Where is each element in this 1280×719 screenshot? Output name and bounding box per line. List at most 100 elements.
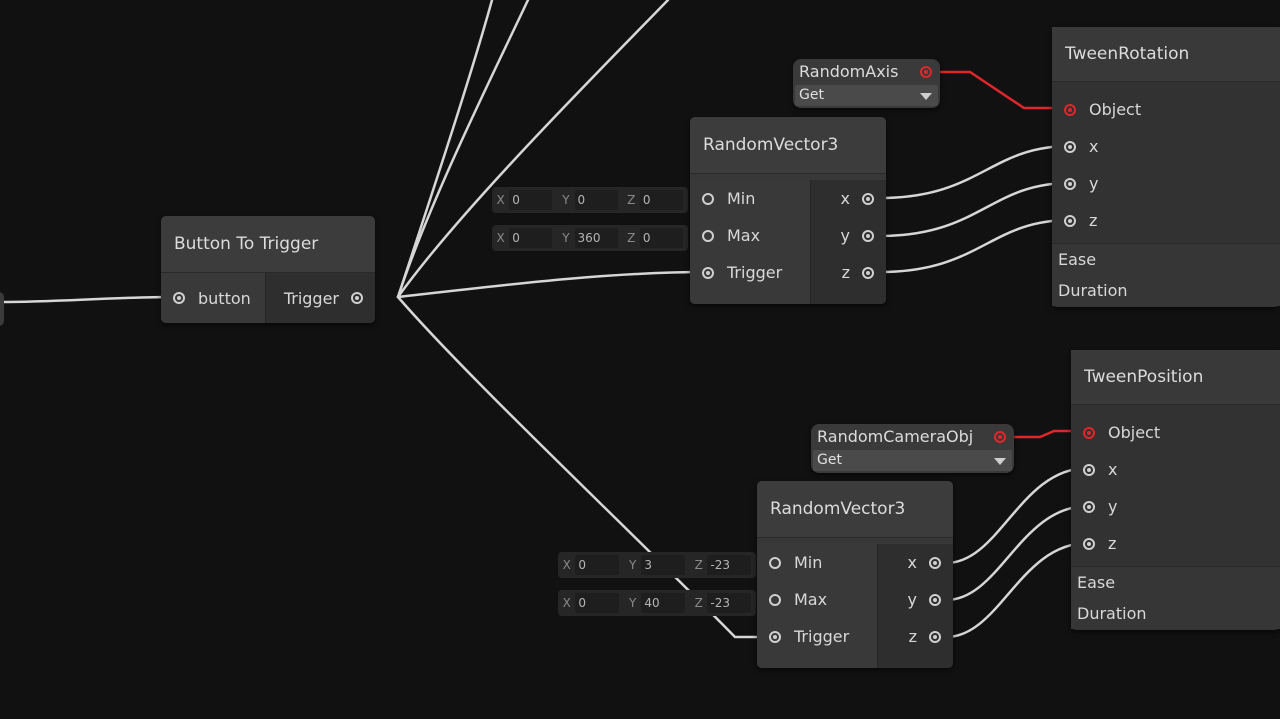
min-input-port[interactable]: Min — [690, 180, 810, 217]
port-circle-icon[interactable] — [929, 630, 941, 643]
wire-v1x-to-rot-x[interactable] — [878, 144, 1072, 200]
duration-field[interactable]: Duration — [1077, 604, 1147, 623]
z-input-port[interactable]: z — [1052, 202, 1280, 239]
port-circle-icon[interactable] — [929, 593, 941, 606]
z-output-port[interactable]: z — [811, 254, 886, 291]
wire-offscreen-3[interactable] — [396, 0, 670, 299]
port-circle-icon[interactable] — [862, 192, 874, 205]
port-circle-icon[interactable] — [769, 556, 781, 569]
port-circle-icon[interactable] — [702, 192, 714, 205]
x-input-port[interactable]: x — [1052, 128, 1280, 165]
wire-v1y-to-rot-y[interactable] — [878, 181, 1072, 238]
node-title: TweenRotation — [1052, 27, 1280, 82]
trigger-input-port[interactable]: Trigger — [690, 254, 810, 291]
port-circle-icon[interactable] — [702, 229, 714, 242]
port-label: Trigger — [283, 288, 339, 308]
min-z-input[interactable]: -23 — [707, 555, 751, 575]
port-circle-icon[interactable] — [1083, 426, 1095, 439]
object-input-port[interactable]: Object — [1052, 91, 1280, 128]
port-circle-icon[interactable] — [994, 431, 1006, 443]
y-input-port[interactable]: y — [1071, 488, 1280, 525]
x-output-port[interactable]: x — [878, 544, 953, 581]
port-circle-icon[interactable] — [1083, 500, 1095, 513]
random-camera-obj-variable-node[interactable]: RandomCameraObj Get — [811, 424, 1014, 473]
node-title: RandomVector3 — [690, 117, 886, 174]
node-title: Button To Trigger — [161, 216, 375, 273]
random-vector3-node-2[interactable]: RandomVector3 Min Max Trigger x y z — [757, 481, 953, 668]
tween-rotation-node[interactable]: TweenRotation Object x y z Ease Duration — [1052, 27, 1280, 307]
button-to-trigger-node[interactable]: Button To Trigger button Trigger — [161, 216, 375, 323]
y-input-port[interactable]: y — [1052, 165, 1280, 202]
max-vector-field[interactable]: X 0 Y 40 Z -23 — [558, 590, 756, 616]
port-circle-icon[interactable] — [1064, 103, 1076, 116]
min-vector-field[interactable]: X 0 Y 0 Z 0 — [492, 187, 688, 213]
max-y-input[interactable]: 360 — [574, 228, 618, 248]
wire-trigger-to-vector2[interactable] — [396, 295, 775, 639]
y-output-port[interactable]: y — [878, 581, 953, 618]
max-input-port[interactable]: Max — [757, 581, 877, 618]
min-y-input[interactable]: 3 — [641, 555, 685, 575]
wire-offscreen-2[interactable] — [396, 0, 530, 299]
max-input-port[interactable]: Max — [690, 217, 810, 254]
variable-name: RandomCameraObj — [817, 427, 974, 446]
port-circle-icon[interactable] — [351, 292, 363, 304]
min-input-port[interactable]: Min — [757, 544, 877, 581]
button-input-port[interactable]: button — [161, 273, 265, 323]
port-circle-icon[interactable] — [1083, 537, 1095, 550]
port-circle-icon[interactable] — [929, 556, 941, 569]
wire-input-to-button[interactable] — [0, 295, 178, 304]
port-circle-icon[interactable] — [769, 593, 781, 606]
max-y-input[interactable]: 40 — [641, 593, 685, 613]
object-input-port[interactable]: Object — [1071, 414, 1280, 451]
port-circle-icon[interactable] — [1064, 177, 1076, 190]
max-x-input[interactable]: 0 — [509, 228, 553, 248]
x-input-port[interactable]: x — [1071, 451, 1280, 488]
port-circle-icon[interactable] — [920, 66, 932, 78]
variable-name: RandomAxis — [799, 62, 899, 81]
ease-field[interactable]: Ease — [1058, 250, 1097, 269]
wire-trigger-to-vector1[interactable] — [396, 270, 708, 299]
trigger-input-port[interactable]: Trigger — [757, 618, 877, 655]
port-circle-icon[interactable] — [862, 229, 874, 242]
wire-v2x-to-pos-x[interactable] — [944, 466, 1090, 565]
ease-field[interactable]: Ease — [1077, 573, 1116, 592]
max-z-input[interactable]: -23 — [707, 593, 751, 613]
y-output-port[interactable]: y — [811, 217, 886, 254]
get-set-dropdown[interactable]: Get — [813, 450, 1012, 471]
random-vector3-node-1[interactable]: RandomVector3 Min Max Trigger x y z — [690, 117, 886, 304]
wire-axis-to-rot-object[interactable] — [935, 70, 1070, 110]
wire-v1z-to-rot-z[interactable] — [878, 218, 1072, 274]
node-title: RandomVector3 — [757, 481, 953, 538]
offscreen-node-edge — [0, 292, 4, 326]
caret-down-icon — [994, 458, 1006, 465]
duration-field[interactable]: Duration — [1058, 281, 1128, 300]
min-x-input[interactable]: 0 — [509, 190, 553, 210]
min-z-input[interactable]: 0 — [639, 190, 684, 210]
min-vector-field[interactable]: X 0 Y 3 Z -23 — [558, 552, 756, 578]
max-vector-field[interactable]: X 0 Y 360 Z 0 — [492, 225, 688, 251]
random-axis-variable-node[interactable]: RandomAxis Get — [793, 59, 940, 108]
port-circle-icon[interactable] — [1064, 140, 1076, 153]
max-z-input[interactable]: 0 — [639, 228, 684, 248]
x-output-port[interactable]: x — [811, 180, 886, 217]
port-circle-icon[interactable] — [173, 292, 185, 304]
tween-position-node[interactable]: TweenPosition Object x y z Ease Duration — [1071, 350, 1280, 630]
trigger-output-port[interactable]: Trigger — [266, 273, 375, 323]
z-output-port[interactable]: z — [878, 618, 953, 655]
min-x-input[interactable]: 0 — [575, 555, 619, 575]
port-circle-icon[interactable] — [862, 266, 874, 279]
port-circle-icon[interactable] — [769, 630, 781, 643]
port-circle-icon[interactable] — [1083, 463, 1095, 476]
port-circle-icon[interactable] — [1064, 214, 1076, 227]
get-set-dropdown[interactable]: Get — [795, 85, 938, 106]
port-circle-icon[interactable] — [702, 266, 714, 279]
port-label: button — [198, 288, 251, 308]
wire-v2y-to-pos-y[interactable] — [944, 504, 1090, 602]
caret-down-icon — [920, 93, 932, 100]
min-y-input[interactable]: 0 — [574, 190, 618, 210]
wire-offscreen-1[interactable] — [396, 0, 494, 299]
z-input-port[interactable]: z — [1071, 525, 1280, 562]
node-title: TweenPosition — [1071, 350, 1280, 405]
max-x-input[interactable]: 0 — [575, 593, 619, 613]
wire-v2z-to-pos-z[interactable] — [944, 541, 1090, 639]
